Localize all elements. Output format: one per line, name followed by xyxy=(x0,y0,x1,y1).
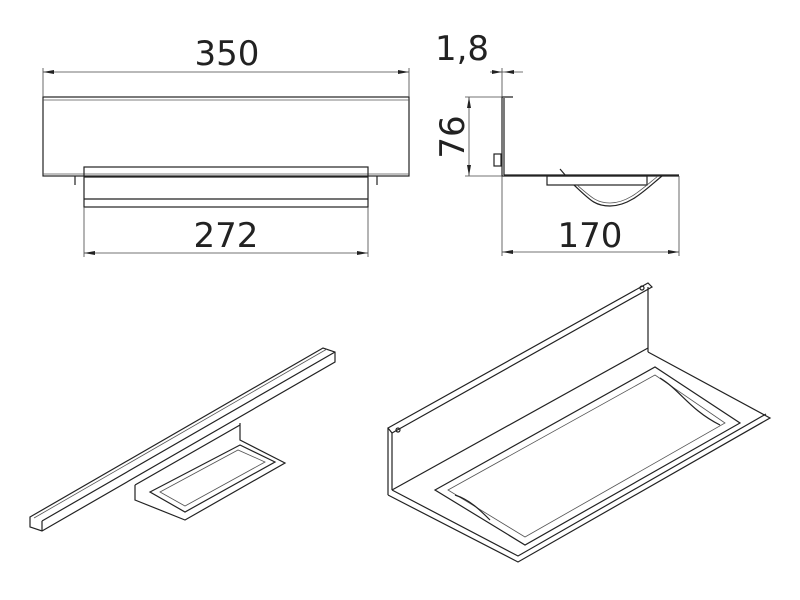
dimension-350: 350 xyxy=(42,34,410,97)
front-view xyxy=(42,96,410,208)
isometric-view-shelf xyxy=(387,282,772,563)
dimension-76: 76 xyxy=(433,96,502,177)
dimension-1-8: 1,8 xyxy=(435,29,523,97)
dimension-272: 272 xyxy=(83,207,369,257)
dimension-label-170: 170 xyxy=(558,216,623,256)
isometric-view-rail xyxy=(29,347,336,532)
dimension-label-350: 350 xyxy=(195,34,260,74)
dimension-170: 170 xyxy=(501,176,680,256)
dimension-label-1-8: 1,8 xyxy=(435,29,489,69)
dimension-label-272: 272 xyxy=(194,216,259,256)
side-view xyxy=(493,96,679,207)
dimension-label-76: 76 xyxy=(433,115,473,158)
